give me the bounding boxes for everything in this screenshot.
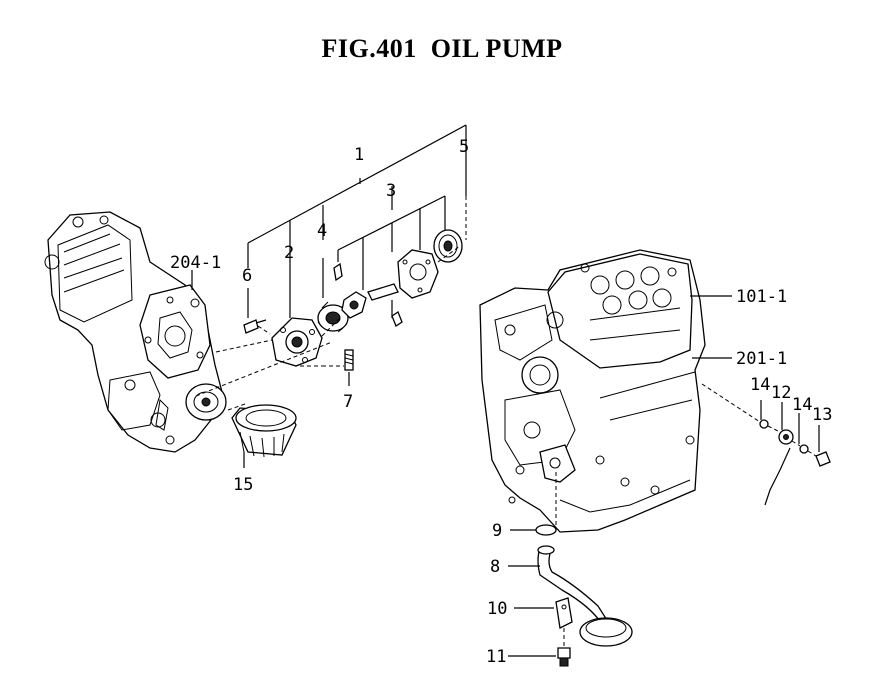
bolt-11 [557, 628, 571, 667]
label-9: 9 [492, 521, 502, 541]
pump-body [397, 249, 439, 299]
label-14-left: 14 [750, 375, 770, 395]
bolt-6 [243, 319, 267, 334]
dipstick-guide [701, 383, 831, 506]
label-4: 4 [317, 221, 327, 241]
label-5: 5 [459, 137, 469, 157]
label-1: 1 [354, 145, 364, 165]
label-15: 15 [233, 475, 253, 495]
label-3: 3 [386, 181, 396, 201]
pump-drive-gear [433, 229, 463, 263]
label-2: 2 [284, 243, 294, 263]
label-101-1: 101-1 [736, 287, 787, 307]
bolt-7 [322, 349, 354, 371]
pump-cover [271, 317, 323, 367]
engine-block [479, 249, 706, 533]
inner-rotor [317, 301, 349, 333]
label-14-right: 14 [792, 395, 812, 415]
figure-title: FIG.401 OIL PUMP [321, 34, 563, 63]
label-201-1: 201-1 [736, 349, 787, 369]
label-12: 12 [771, 383, 791, 403]
label-10: 10 [487, 599, 507, 619]
oil-strainer [535, 472, 633, 647]
label-6: 6 [242, 266, 252, 286]
label-204-1: 204-1 [170, 253, 221, 273]
label-7: 7 [343, 392, 353, 412]
label-8: 8 [490, 557, 500, 577]
label-13: 13 [812, 405, 832, 425]
gear-case-cover [44, 211, 227, 453]
callout-labels: 1 2 3 4 5 6 7 8 9 10 11 12 13 14 14 15 2… [170, 137, 832, 667]
outer-rotor-shaft [333, 262, 403, 327]
leader-lines [191, 124, 820, 657]
label-11: 11 [486, 647, 506, 667]
strainer-bracket [555, 597, 573, 629]
oil-filter [227, 403, 297, 458]
